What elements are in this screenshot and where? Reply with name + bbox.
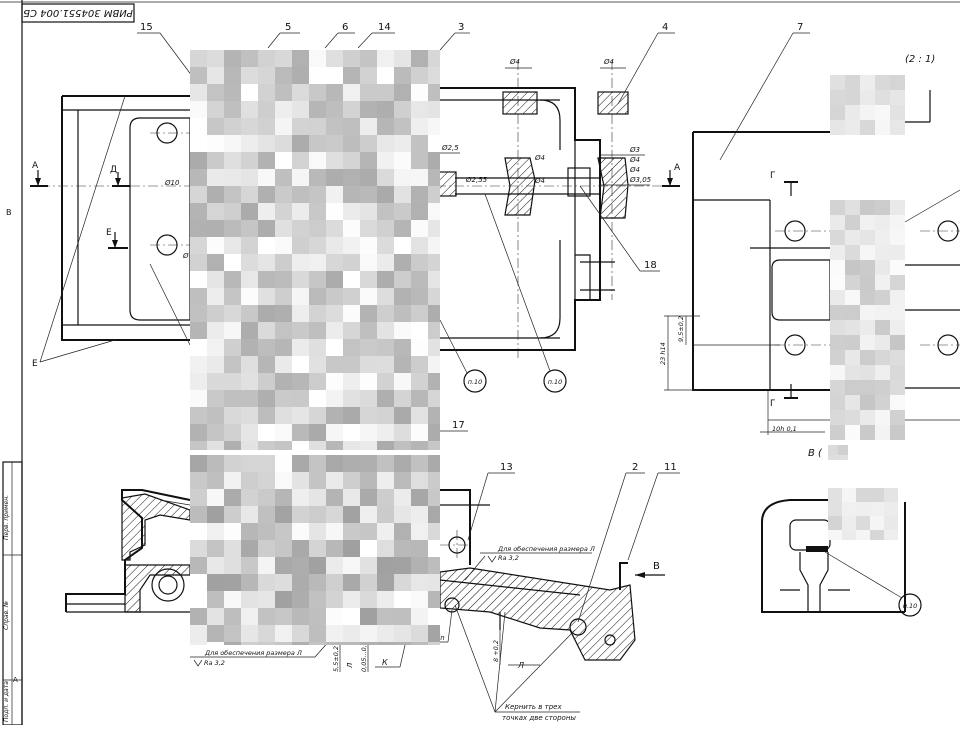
dim-d305: Ø3,05 <box>629 176 652 184</box>
dim-d3: Ø3 <box>629 146 640 154</box>
callout-17: 17 <box>452 420 465 431</box>
section-b-mark: В <box>653 561 660 572</box>
dim-10h: 10h 0,1 <box>772 425 797 433</box>
section-g-top: Г <box>770 171 776 181</box>
view-b: п.10 <box>761 499 922 617</box>
callout-13: 13 <box>500 462 513 473</box>
dim-55: 5,5±0,2 <box>332 646 340 672</box>
bottom-notes: Для обеспечения размера Л Ra 3,2 Для обе… <box>190 545 595 722</box>
callouts-top: 15 5 6 14 3 4 7 18 17 <box>137 22 810 432</box>
callout-2: 2 <box>632 462 638 473</box>
section-marks-main: А А Д Е <box>30 161 681 249</box>
dim-d4-e: Ø4 <box>629 156 640 164</box>
dim-d25: Ø2,5 <box>441 144 459 152</box>
doc-number-stamp: РИВМ 304551.004 СБ <box>21 3 135 23</box>
callout-4: 4 <box>662 22 668 33</box>
callout-15: 15 <box>140 22 153 33</box>
zone-letter-a: А <box>13 676 18 684</box>
ref-p10-c: п.10 <box>903 602 918 610</box>
section-a-left: А <box>32 161 39 171</box>
ref-p10-b: п.10 <box>548 378 563 386</box>
callout-18: 18 <box>644 260 657 271</box>
kern-note-1: Кернить в трех <box>505 703 562 711</box>
section-d: Д <box>110 165 117 175</box>
title-block-sidebar: Перв. примен. Справ. № Подп. и дата <box>3 495 10 722</box>
callout-5: 5 <box>285 22 291 33</box>
callouts-bottom: 13 2 11 <box>467 462 680 623</box>
doc-number: РИВМ 304551.004 СБ <box>23 7 133 18</box>
dim-23h14: 23 h14 <box>659 342 667 365</box>
dim-95: 9,5±0,2 <box>677 316 685 342</box>
dim-d4-d: Ø4 <box>534 177 545 185</box>
sprav-no-label: Справ. № <box>3 601 10 630</box>
letter-l-right: Л <box>517 661 524 670</box>
section-e-label: Е <box>32 359 38 369</box>
letter-l-left: Л <box>346 662 354 669</box>
ref-p10-a: п.10 <box>468 378 483 386</box>
bottom-section: В <box>65 489 665 661</box>
pixelated-region <box>190 50 905 645</box>
main-view <box>40 60 680 360</box>
callout-14: 14 <box>378 22 391 33</box>
dim-8: 8 +0,2 <box>492 640 500 662</box>
kern-note-2: точках две стороны <box>502 714 576 722</box>
dim-d10: Ø10 <box>164 179 180 187</box>
zone-letter-b: В <box>6 208 12 217</box>
callout-6: 6 <box>342 22 348 33</box>
note-l-left: Для обеспечения размера Л <box>204 649 302 657</box>
dim-d-left: Ø <box>182 252 189 260</box>
e-leader: Е <box>32 95 191 369</box>
dim-d4-b: Ø4 <box>603 58 614 66</box>
section-e-mark: Е <box>106 228 112 238</box>
letter-k: К <box>382 658 388 667</box>
section-a-right: А <box>674 163 681 173</box>
section-g-bottom: Г <box>770 399 776 409</box>
callout-11: 11 <box>664 462 677 473</box>
view-b-label: В ( <box>808 448 823 459</box>
dim-d4-a: Ø4 <box>509 58 520 66</box>
perv-primen-label: Перв. примен. <box>3 495 10 540</box>
dim-005: 0,05...0,25 <box>360 637 368 672</box>
main-dims: Ø4 Ø4 Ø2,5 Ø2,55 Ø4 Ø4 Ø3 Ø4 Ø4 Ø3,05 Ø1… <box>164 58 652 260</box>
refs-top: п.10 п.10 <box>439 193 567 393</box>
callout-7: 7 <box>797 22 803 33</box>
note-l-right: Для обеспечения размера Л <box>497 545 595 553</box>
dim-d4-f: Ø4 <box>629 166 640 174</box>
right-view: (2 : 1) Г Г 23 h14 9,5±0,2 <box>659 54 960 459</box>
dim-d4-c: Ø4 <box>534 154 545 162</box>
scale-label: (2 : 1) <box>905 54 935 65</box>
ra-left: Ra 3,2 <box>204 659 225 667</box>
ra-right: Ra 3,2 <box>498 554 519 562</box>
callout-3: 3 <box>458 22 464 33</box>
podp-data-label: Подп. и дата <box>3 681 10 722</box>
dim-d255: Ø2,55 <box>465 176 488 184</box>
